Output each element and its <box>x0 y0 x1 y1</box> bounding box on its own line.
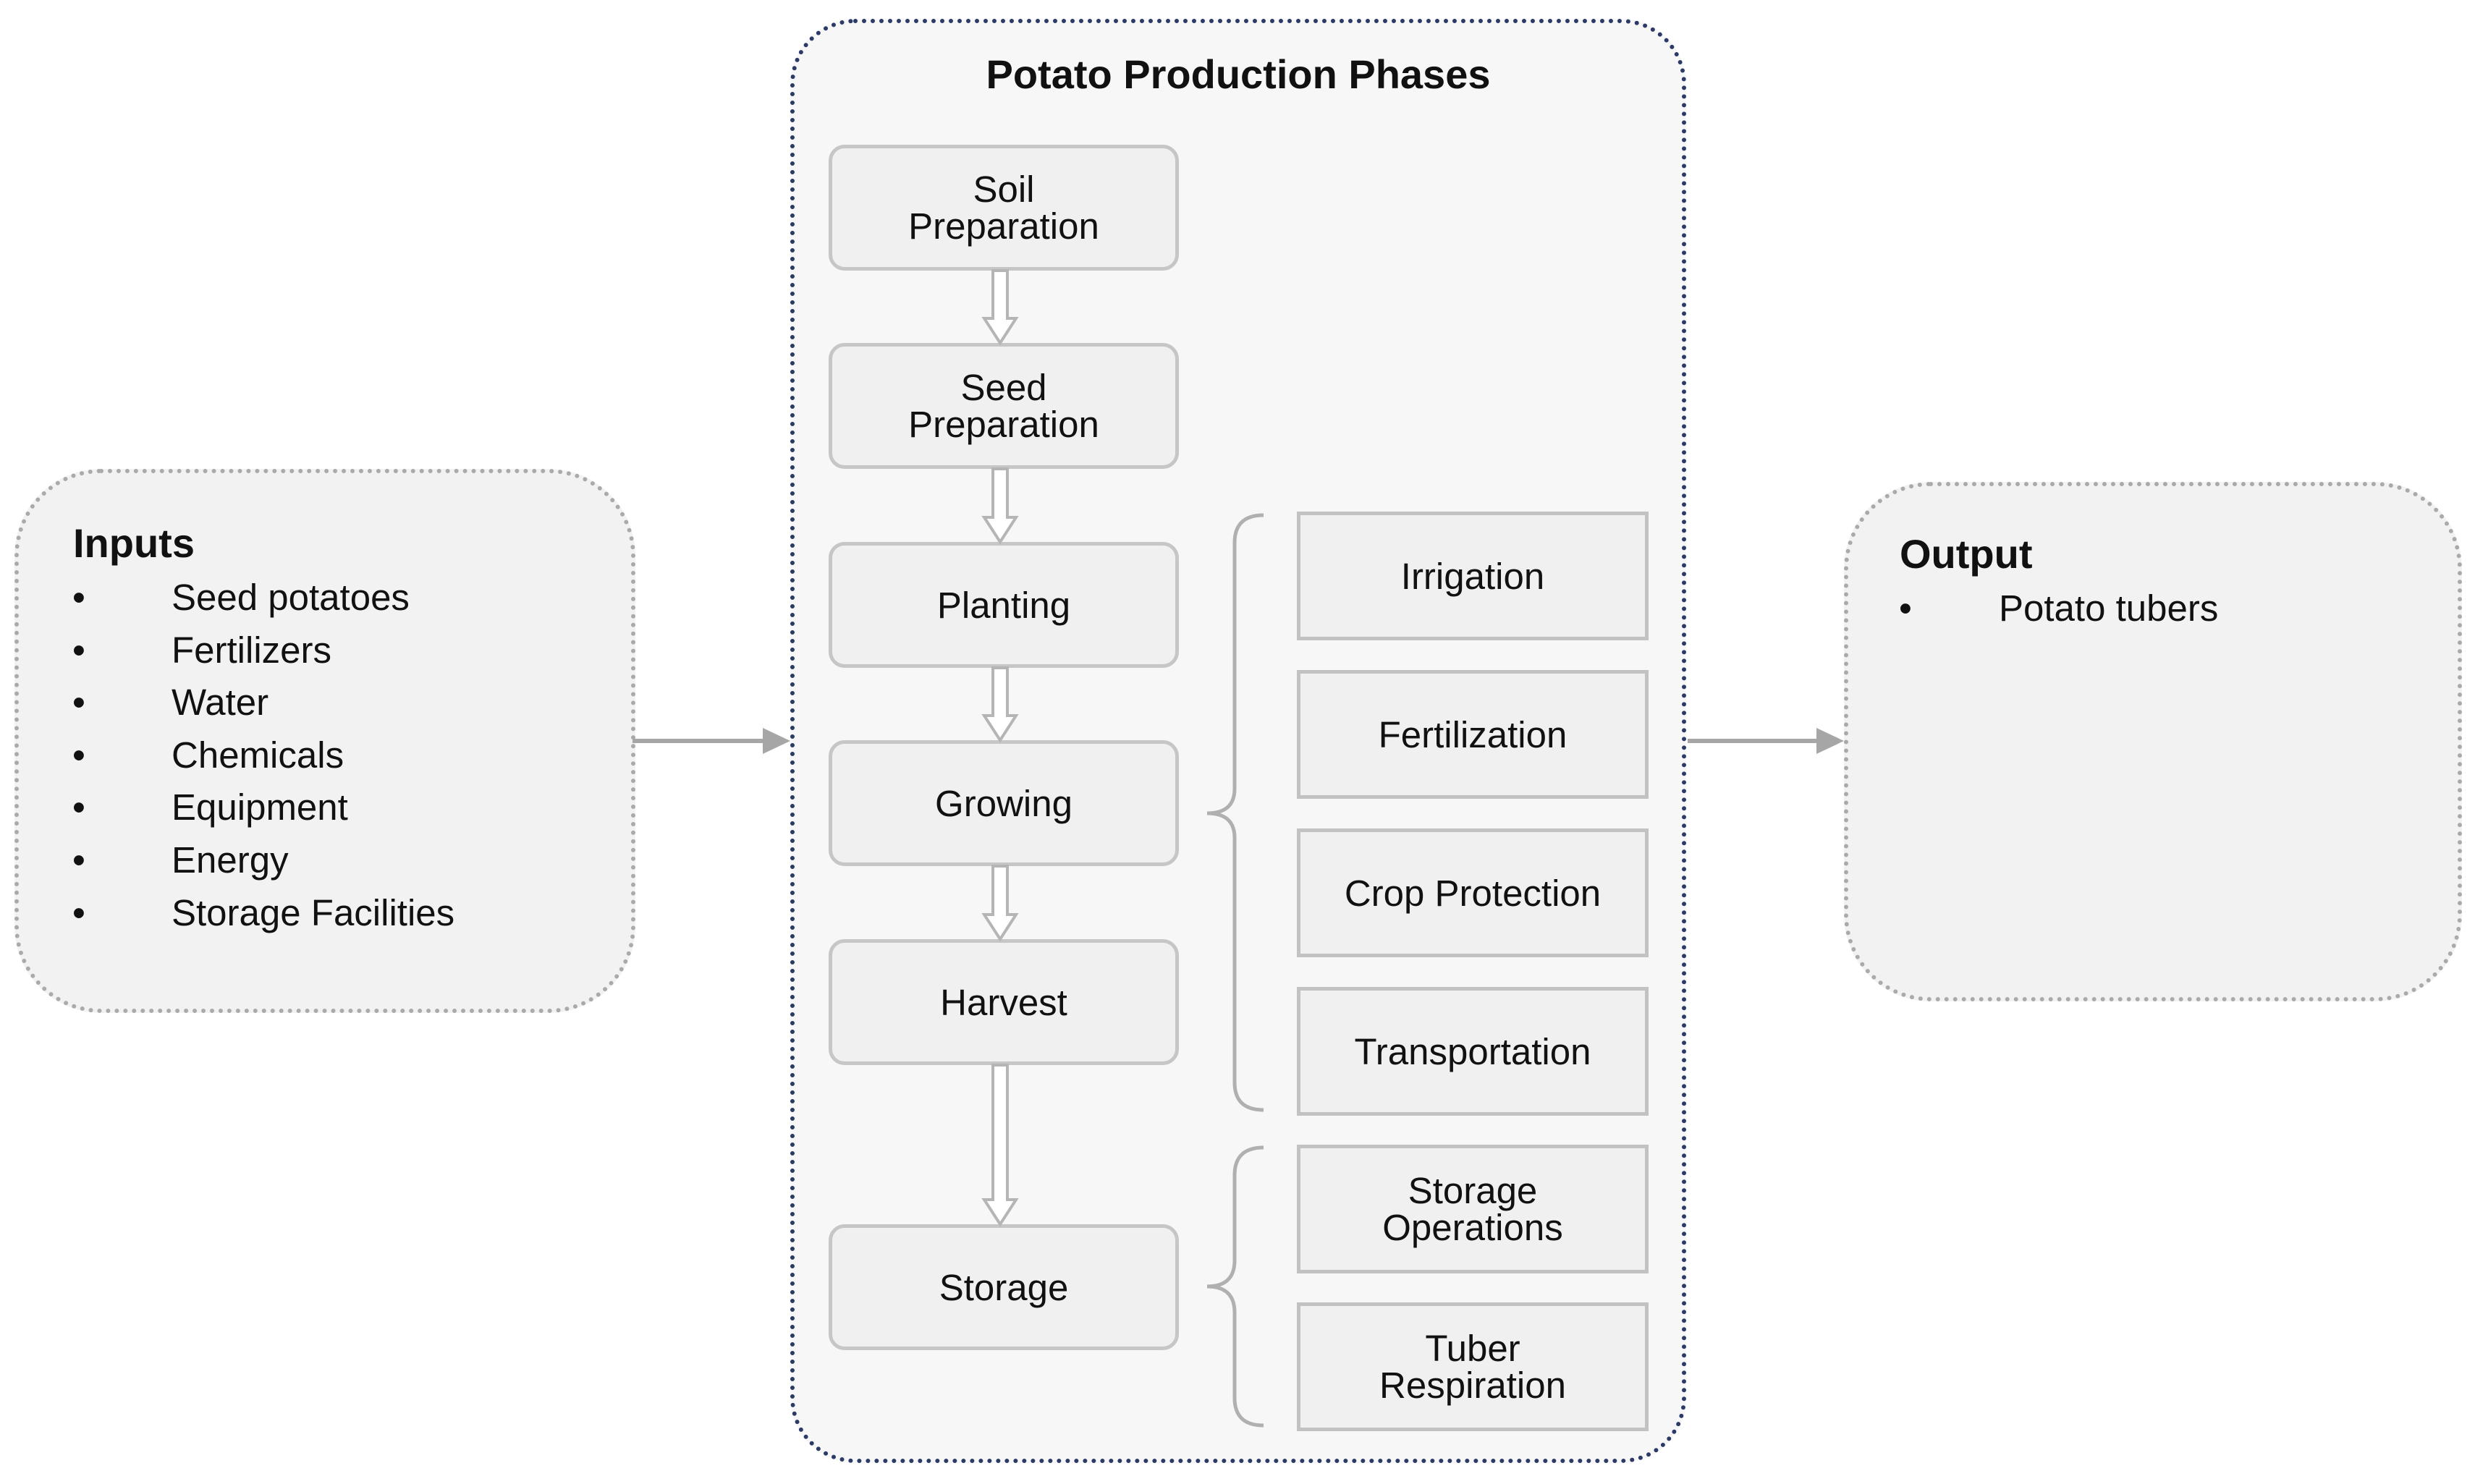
phase-label: Storage <box>939 1266 1069 1308</box>
output-panel <box>1844 482 2462 1001</box>
activity-fertilization: Fertilization <box>1297 670 1649 799</box>
phase-storage: Storage <box>829 1224 1179 1350</box>
phase-label: Preparation <box>908 404 1099 445</box>
activity-label: Irrigation <box>1400 555 1545 597</box>
list-item: Water <box>172 682 269 724</box>
phase-growing: Growing <box>829 740 1179 866</box>
list-item: Chemicals <box>172 734 344 776</box>
phase-label: Preparation <box>908 205 1099 247</box>
phase-label: Seed <box>960 367 1047 408</box>
double-arrow-planting-to-growing <box>981 666 1019 743</box>
activity-crop-protection: Crop Protection <box>1297 828 1649 957</box>
bullet-icon: • <box>72 629 85 671</box>
activity-label: Tuber <box>1425 1328 1520 1369</box>
phase-label: Harvest <box>940 981 1067 1023</box>
bullet-icon: • <box>72 734 85 776</box>
list-item: Storage Facilities <box>172 891 455 933</box>
double-arrow-harvest-to-storage <box>981 1064 1019 1227</box>
brace-storage-activities <box>1206 1145 1264 1428</box>
bullet-icon: • <box>72 682 85 724</box>
activity-label: Storage <box>1408 1170 1538 1211</box>
bullet-icon: • <box>1899 588 1912 629</box>
bullet-icon: • <box>72 839 85 881</box>
phase-harvest: Harvest <box>829 939 1179 1065</box>
list-item: Seed potatoes <box>172 577 410 618</box>
list-item: Potato tubers <box>1999 588 2219 629</box>
activity-irrigation: Irrigation <box>1297 512 1649 640</box>
list-item: Equipment <box>172 786 348 828</box>
inputs-to-phases-arrowhead <box>763 728 790 754</box>
brace-growing-activities <box>1206 513 1264 1112</box>
phase-label: Growing <box>935 782 1072 824</box>
phases-to-output-arrowhead <box>1816 728 1844 754</box>
activity-label: Respiration <box>1379 1365 1566 1406</box>
list-item: Energy <box>172 839 289 881</box>
phase-label: Planting <box>936 584 1071 626</box>
phase-planting: Planting <box>829 542 1179 668</box>
bullet-icon: • <box>72 891 85 933</box>
activity-label: Fertilization <box>1378 713 1568 755</box>
inputs-panel <box>14 469 635 1013</box>
activity-label: Transportation <box>1354 1030 1591 1072</box>
bullet-icon: • <box>72 786 85 828</box>
phase-label: Soil <box>973 169 1035 210</box>
double-arrow-soil-to-seed <box>981 269 1019 346</box>
bullet-icon: • <box>72 577 85 618</box>
inputs-title: Inputs <box>73 520 195 566</box>
double-arrow-growing-to-harvest <box>981 865 1019 942</box>
activity-label: Crop Protection <box>1344 872 1602 914</box>
list-item: Fertilizers <box>172 629 332 671</box>
activity-label: Operations <box>1382 1207 1563 1248</box>
phases-title: Potato Production Phases <box>986 51 1491 97</box>
output-title: Output <box>1900 531 2033 577</box>
double-arrow-seed-to-planting <box>981 467 1019 545</box>
activity-transportation: Transportation <box>1297 987 1649 1116</box>
